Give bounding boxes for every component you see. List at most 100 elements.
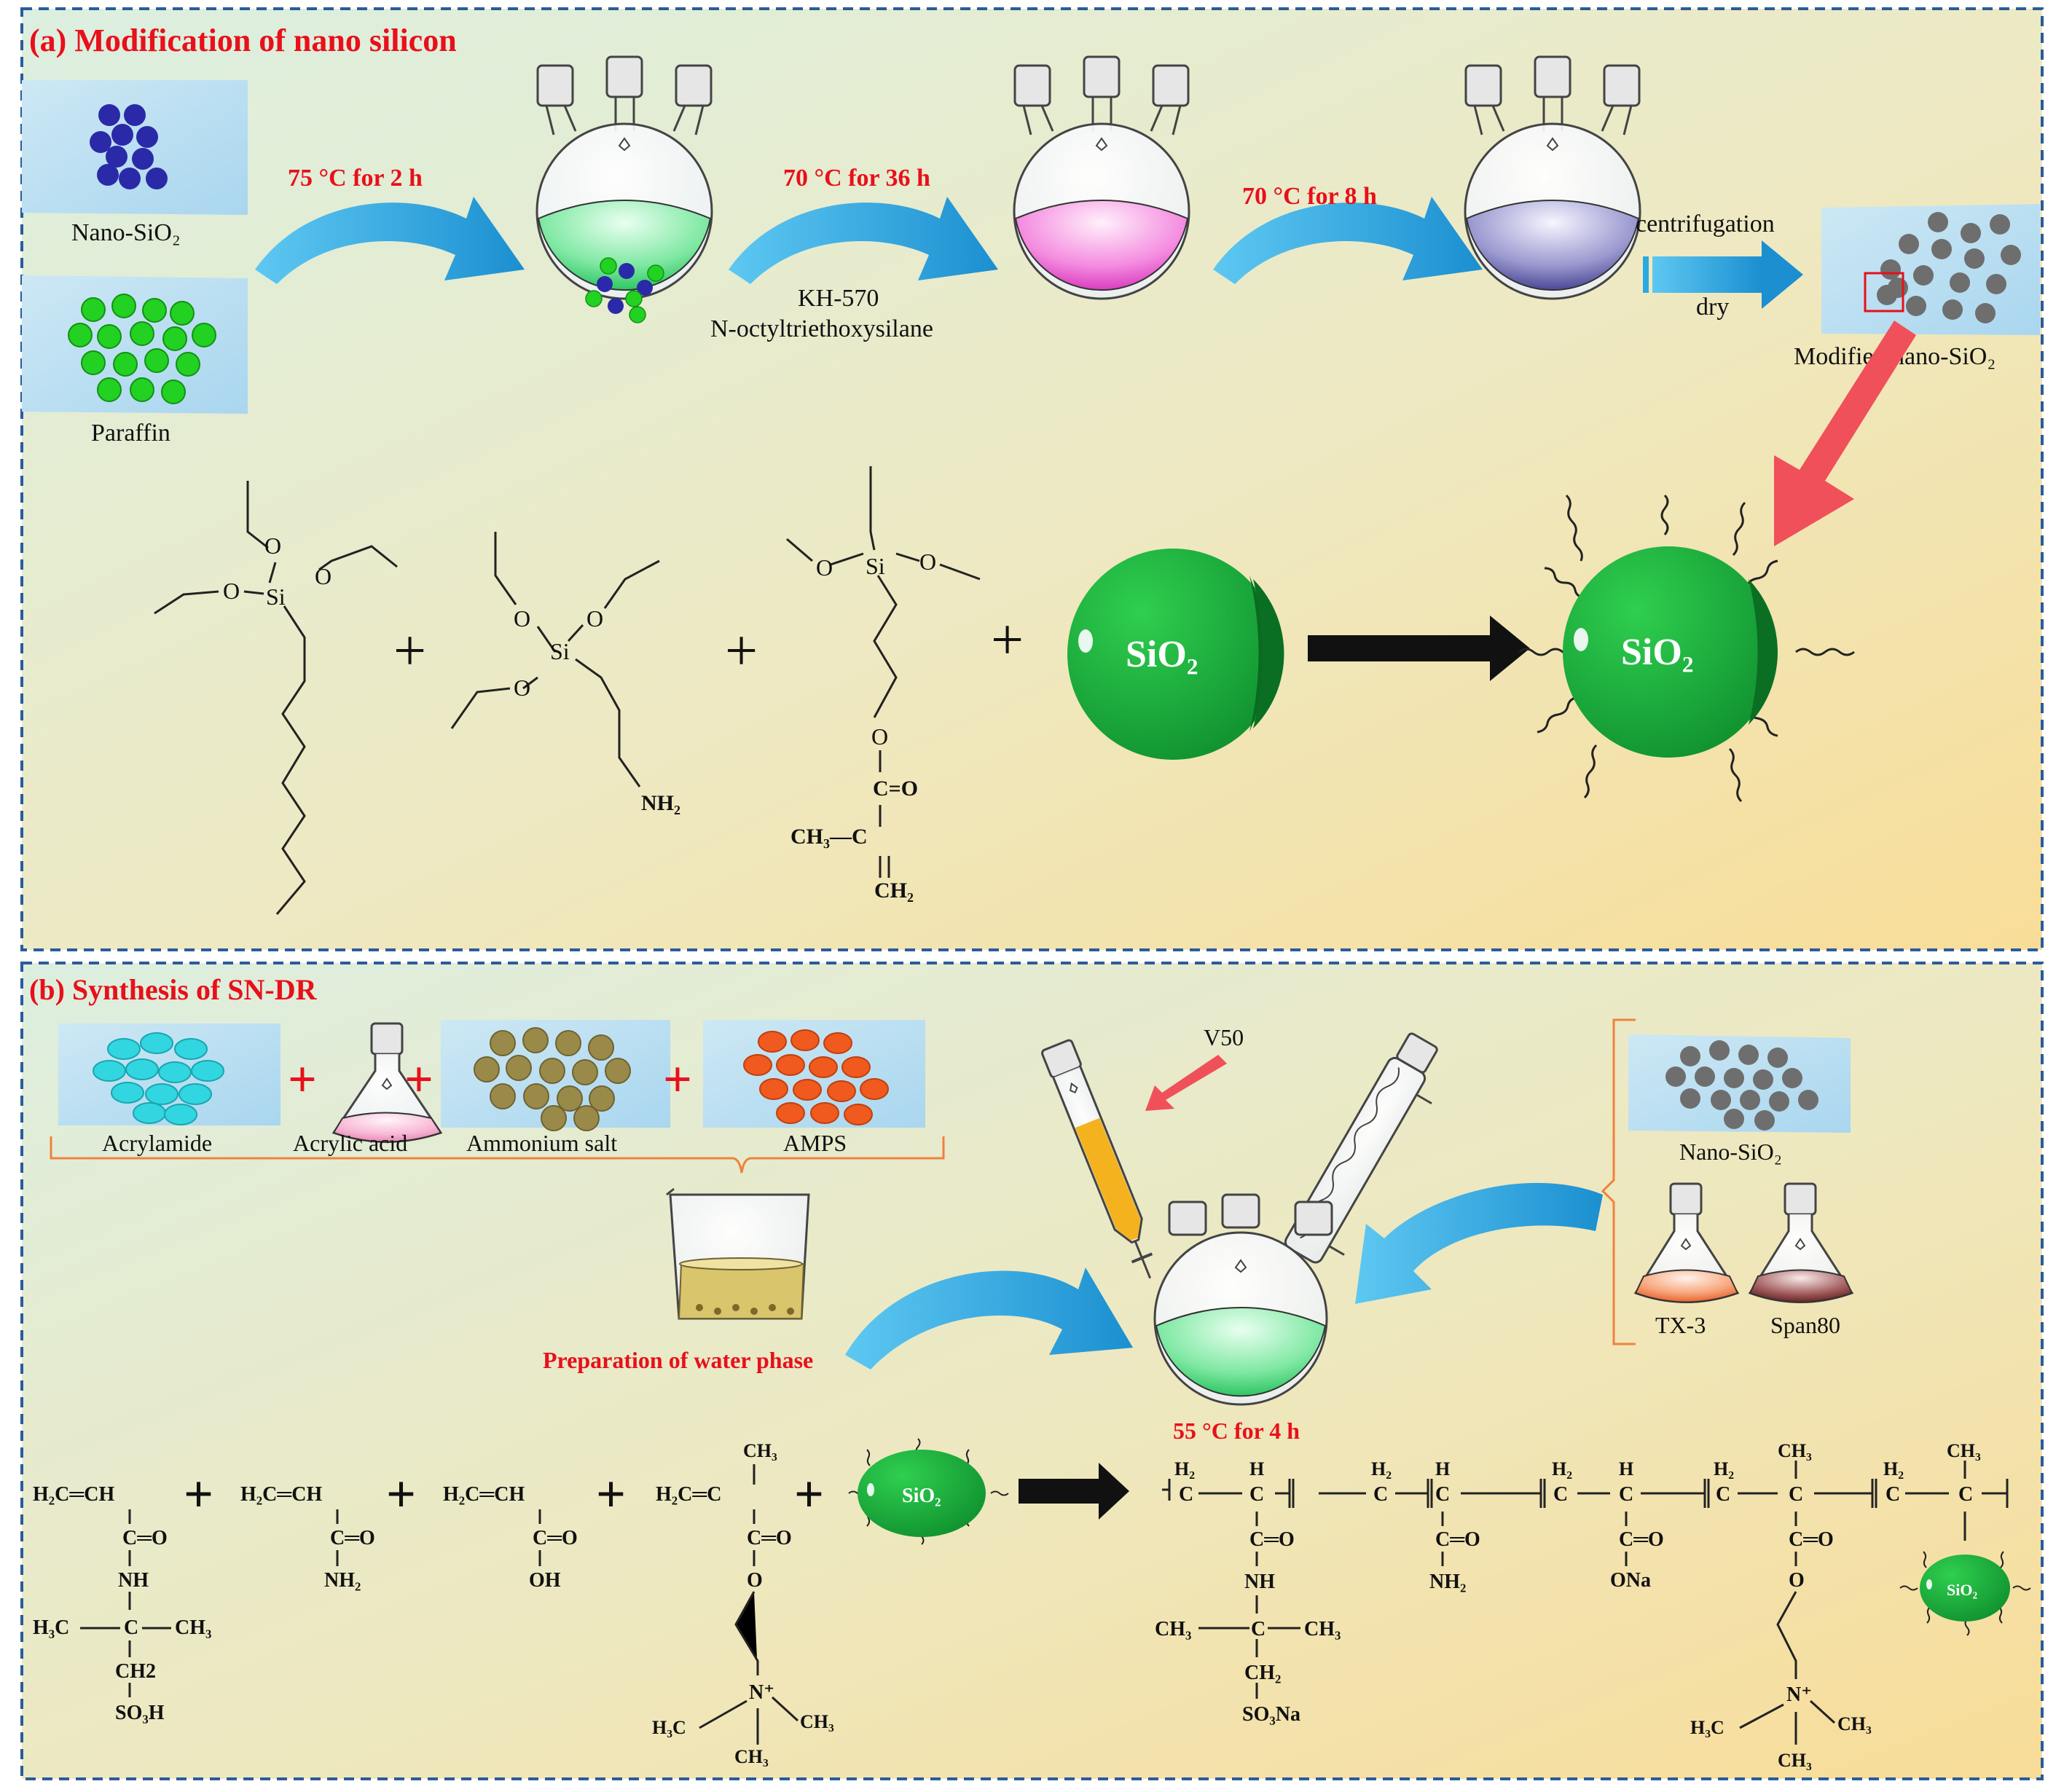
step2-reagent2: N-octyltriethoxysilane — [710, 315, 933, 342]
struct1-o-right: O — [315, 563, 331, 589]
paraffin-tile — [22, 275, 248, 414]
label-water-phase: Preparation of water phase — [543, 1347, 813, 1373]
structure-aminosilane — [450, 532, 660, 787]
black-arrow — [1308, 616, 1530, 681]
nano-tile-b — [1628, 1034, 1851, 1133]
p-c-4: C — [1435, 1483, 1450, 1506]
step2-reagent1: KH-570 — [798, 285, 879, 312]
grafted-sio2-sphere — [1518, 494, 1855, 803]
plus-a2: + — [725, 619, 758, 683]
m4-h3c: H₃C — [652, 1717, 686, 1738]
panel-b-title: (b) Synthesis of SN-DR — [29, 973, 318, 1006]
step4-label-centrifugation: centrifugation — [1636, 211, 1775, 237]
struct2-si: Si — [550, 638, 570, 664]
m2-nh2: NH₂ — [324, 1569, 361, 1592]
curved-arrow-3 — [1213, 197, 1483, 284]
p-n-plus: N⁺ — [1786, 1683, 1812, 1706]
black-arrow-b — [1019, 1463, 1129, 1520]
p-c-1: C — [1179, 1483, 1193, 1506]
label-condition: 55 °C for 4 h — [1173, 1418, 1300, 1444]
pendant-sio2 — [1899, 1551, 2031, 1636]
pink-arrow — [1774, 321, 1916, 546]
struct3-o-right: O — [919, 549, 936, 575]
m4-ch3-right: CH₃ — [800, 1711, 834, 1732]
plus-b2: + — [386, 1465, 416, 1523]
p-h3c: H₃C — [1690, 1717, 1724, 1738]
m4-c-eq-o: C═O — [747, 1527, 792, 1549]
small-sio2-label: SiO₂ — [902, 1485, 941, 1507]
acrylamide-tile — [58, 1023, 280, 1125]
m2-vinyl: H₂C═CH — [240, 1483, 322, 1506]
p-c-10: C — [1958, 1483, 1973, 1506]
m1-vinyl: H₂C═CH — [33, 1483, 114, 1506]
p-nh2: NH₂ — [1429, 1571, 1466, 1593]
p-c-2: C — [1249, 1483, 1264, 1506]
p-h-1: H — [1249, 1458, 1264, 1479]
polymer-product: H₂ C H C H₂ C H C H₂ C H C H₂ C CH₃ C H₂… — [1155, 1440, 2031, 1771]
m1-c-eq-o: C═O — [122, 1527, 168, 1549]
m1-ch2: CH2 — [115, 1660, 156, 1683]
p-c-7: C — [1716, 1483, 1730, 1506]
struct1-o-left: O — [223, 578, 240, 604]
plus-b1: + — [184, 1465, 213, 1523]
struct3-c-eq-o: C=O — [873, 777, 918, 801]
p-c-eq-o-4: C═O — [1789, 1528, 1834, 1551]
p-h-3: H — [1619, 1458, 1633, 1479]
p-h2-1: H₂ — [1174, 1458, 1195, 1479]
plus-b3: + — [596, 1465, 626, 1523]
panel-a: (a) Modification of nano silicon Nano-Si… — [20, 7, 2044, 951]
pendant-sio2-label: SiO₂ — [1947, 1581, 1977, 1599]
struct2-o-left: O — [514, 675, 530, 701]
p-c-3: C — [1373, 1483, 1388, 1506]
plus-a1: + — [393, 619, 426, 683]
flask-2 — [1013, 55, 1190, 300]
monomer-acrylic: H₂C═CH C═O OH — [443, 1483, 578, 1592]
flask-3 — [1464, 55, 1641, 300]
label-tx3: TX-3 — [1655, 1312, 1706, 1338]
reagent-brace — [50, 1136, 945, 1174]
sio2-label: SiO₂ — [1126, 634, 1198, 675]
structure-octyltriethoxysilane — [154, 481, 398, 915]
m4-o: O — [747, 1569, 763, 1592]
curved-arrow-b1 — [845, 1268, 1133, 1369]
m3-oh: OH — [529, 1569, 561, 1592]
monomer-acrylamide: H₂C═CH C═O NH₂ — [240, 1483, 375, 1592]
p-so3na: SO₃Na — [1242, 1703, 1300, 1726]
m4-ch3-top: CH₃ — [743, 1440, 777, 1461]
p-ona: ONa — [1610, 1569, 1651, 1592]
p-c-quat: C — [1251, 1618, 1266, 1640]
grafted-sio2-label: SiO₂ — [1621, 632, 1693, 673]
flask-1 — [535, 55, 713, 323]
p-c-eq-o-3: C═O — [1619, 1528, 1664, 1551]
step2-condition: 70 °C for 36 h — [783, 165, 930, 192]
p-ch3-l: CH₃ — [1155, 1618, 1191, 1640]
surfactant-bracket — [1601, 1018, 1636, 1345]
m2-c-eq-o: C═O — [330, 1527, 375, 1549]
m3-vinyl: H₂C═CH — [443, 1483, 525, 1506]
p-h2-5: H₂ — [1883, 1458, 1904, 1479]
p-c-8: C — [1789, 1483, 1803, 1506]
m1-h3c: H₃C — [33, 1616, 69, 1639]
p-ch3-n-b: CH₃ — [1778, 1750, 1812, 1771]
struct3-ch3-c: CH₃—C — [790, 825, 868, 849]
p-c-eq-o-2: C═O — [1435, 1528, 1480, 1551]
small-sio2 — [848, 1438, 1009, 1545]
reactor — [1041, 1032, 1438, 1406]
p-ch3-n-r: CH₃ — [1837, 1713, 1872, 1734]
struct3-si: Si — [866, 553, 885, 579]
p-o: O — [1789, 1569, 1805, 1592]
m1-nh: NH — [118, 1569, 149, 1592]
label-nano-sio2: Nano-SiO₂ — [71, 219, 181, 246]
label-nano-sio2-b: Nano-SiO₂ — [1679, 1139, 1782, 1165]
label-paraffin: Paraffin — [91, 420, 170, 447]
p-c-5: C — [1553, 1483, 1568, 1506]
monomer-amps: H₂C═CH C═O NH H₃C C CH₃ CH2 SO₃H — [33, 1483, 211, 1724]
m1-c: C — [124, 1616, 138, 1639]
p-c-6: C — [1619, 1483, 1633, 1506]
p-h2-2: H₂ — [1371, 1458, 1392, 1479]
struct2-o-top: O — [514, 605, 530, 632]
step4-label-dry: dry — [1696, 294, 1729, 321]
panel-a-title: (a) Modification of nano silicon — [29, 23, 457, 58]
plus-b4: + — [794, 1465, 824, 1523]
struct3-o-mid: O — [871, 723, 888, 750]
